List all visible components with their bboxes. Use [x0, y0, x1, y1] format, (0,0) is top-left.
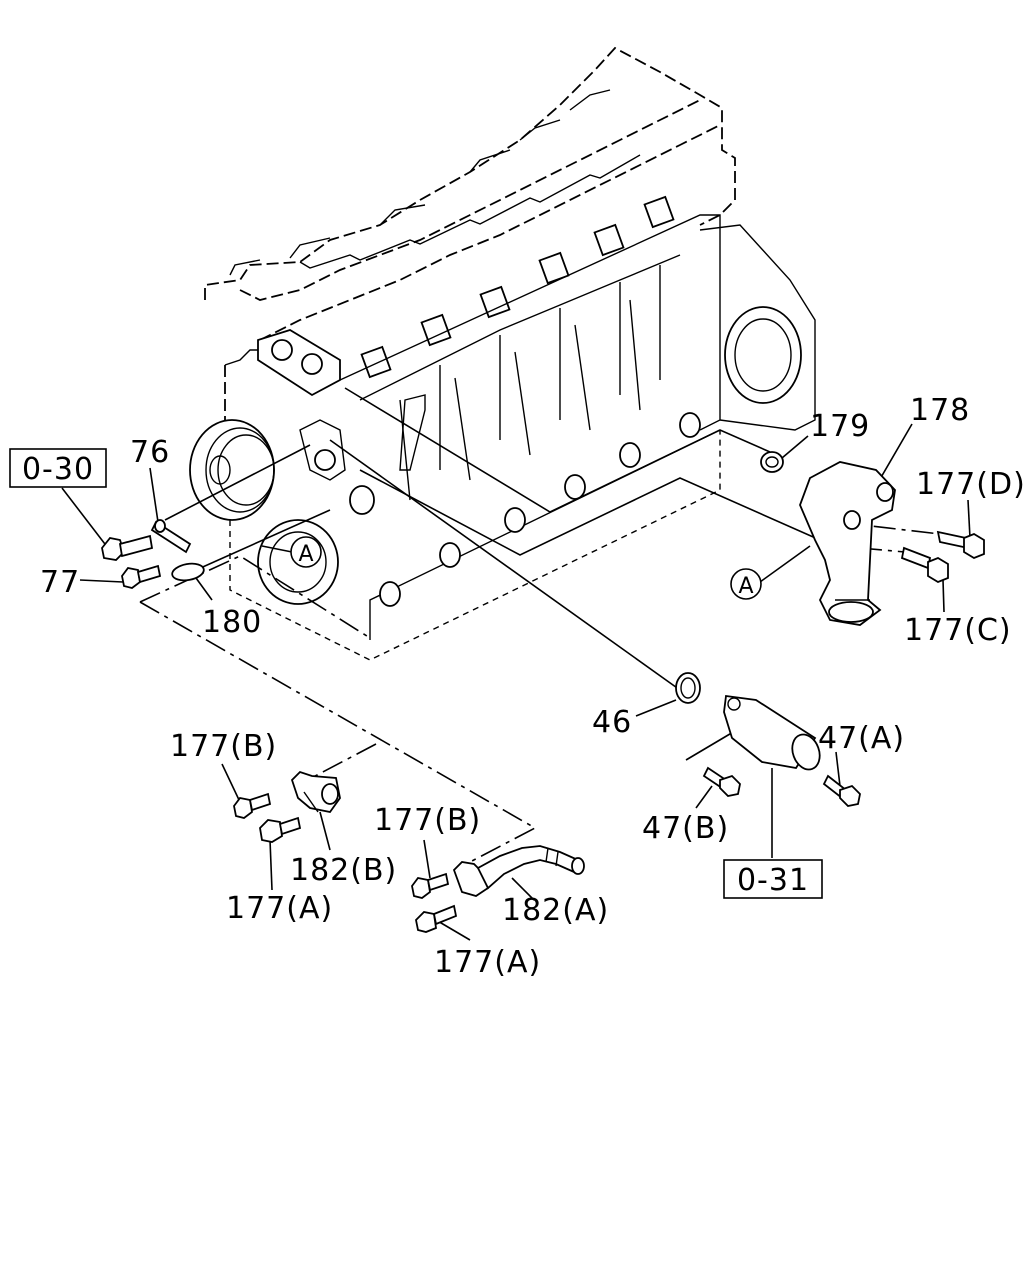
leader-lines	[61, 387, 971, 941]
circle-marker-a-right: A	[730, 568, 762, 600]
bolt-177a-mid-part	[415, 904, 458, 933]
svg-text:A: A	[738, 574, 753, 599]
svg-text:0-30: 0-30	[22, 452, 94, 487]
crank-pulley	[189, 419, 339, 605]
hose-182a-part	[452, 845, 585, 897]
circle-marker-a-left: A	[290, 536, 322, 568]
gasket-180-part	[171, 562, 205, 582]
bolt-47a-part	[822, 774, 861, 807]
o-ring-46-part	[675, 672, 701, 704]
svg-text:A: A	[298, 542, 313, 567]
bolt-0-30-part	[101, 534, 154, 561]
label-182b: 182(B)	[290, 853, 397, 888]
ref-box-0-30[interactable]: 0-30	[9, 448, 107, 488]
svg-text:0-31: 0-31	[737, 863, 809, 898]
label-47a: 47(A)	[818, 721, 905, 756]
label-47b: 47(B)	[642, 811, 729, 846]
o-ring-179-part	[760, 451, 784, 473]
tube-76-part	[150, 519, 192, 554]
label-177b-left: 177(B)	[170, 729, 277, 764]
label-77: 77	[40, 565, 80, 600]
label-177b-mid: 177(B)	[374, 803, 481, 838]
label-178: 178	[910, 393, 970, 428]
label-76: 76	[130, 435, 170, 470]
bracket-182b-part	[290, 770, 341, 813]
bolt-177b-mid-part	[411, 872, 450, 899]
label-180: 180	[202, 605, 262, 640]
label-179: 179	[810, 409, 870, 444]
bolt-177d-part	[936, 530, 985, 560]
bolt-177b-left-part	[233, 792, 272, 819]
bolt-177a-left-part	[259, 816, 302, 843]
ref-box-0-31[interactable]: 0-31	[723, 859, 823, 899]
bolt-77-part	[121, 564, 162, 589]
engine-block	[189, 46, 816, 661]
skirt-bosses	[379, 412, 701, 607]
water-outlet-housing-178-part	[799, 461, 896, 626]
bolt-47b-part	[702, 766, 741, 797]
bolt-177c-part	[900, 546, 949, 584]
label-177a-left: 177(A)	[226, 891, 333, 926]
label-182a: 182(A)	[502, 893, 609, 928]
label-177d: 177(D)	[916, 467, 1024, 502]
label-46: 46	[592, 705, 632, 740]
label-177c: 177(C)	[904, 613, 1012, 648]
pipe-0-31-part	[723, 694, 821, 771]
label-177a-mid: 177(A)	[434, 945, 541, 980]
